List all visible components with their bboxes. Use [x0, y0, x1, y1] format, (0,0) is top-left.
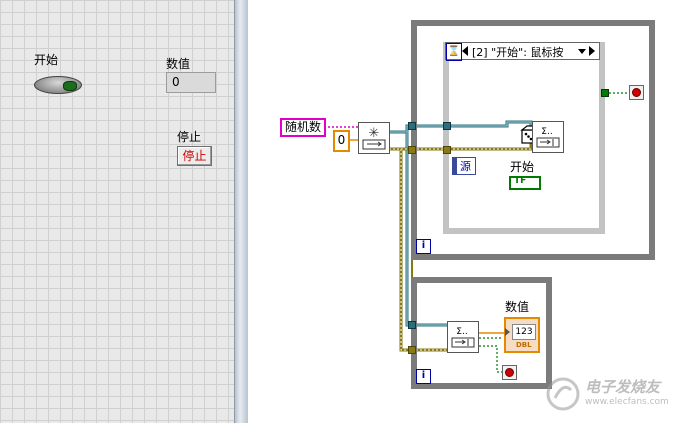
stop-button[interactable]: 停止: [177, 146, 212, 166]
start-label: 开始: [34, 51, 58, 68]
event-case-selector[interactable]: ⌛ [2] "开始": 鼠标按: [445, 42, 600, 60]
stop-condition-icon[interactable]: [629, 85, 644, 100]
numeric-indicator-terminal[interactable]: 123 DBL: [504, 317, 540, 353]
numeric-display-value: 123: [512, 324, 536, 340]
start-terminal-label: 开始: [510, 158, 534, 175]
register-events-node[interactable]: ✳: [358, 122, 390, 154]
loop2-iteration-terminal: i: [416, 369, 431, 384]
start-terminal-type: TF: [514, 176, 526, 186]
start-boolean-terminal[interactable]: TF: [509, 176, 541, 190]
prev-case-arrow-icon[interactable]: [462, 46, 468, 56]
source-label: 源: [460, 158, 471, 174]
loop-iteration-terminal: i: [416, 239, 431, 254]
hourglass-icon: ⌛: [446, 43, 462, 61]
property-node-top[interactable]: Σ..: [532, 121, 564, 153]
front-panel: 开始 数值 0 停止 停止: [0, 0, 234, 423]
stop-condition-bottom-icon[interactable]: [502, 365, 517, 380]
next-case-arrow-icon[interactable]: [589, 46, 595, 56]
property-node-bottom-icon: Σ..: [448, 322, 478, 352]
watermark-brand: 电子发烧友: [585, 376, 660, 397]
loop2-refnum-tunnel: [408, 346, 416, 354]
elecfans-logo-icon: [545, 376, 581, 412]
loop2-event-tunnel: [408, 321, 416, 329]
event-reg-tunnel: [408, 122, 416, 130]
number-indicator: 0: [166, 72, 216, 93]
block-diagram: 随机数 0 ✳ i ⌛ [2] "开始": 鼠标按 源 开始 TF: [247, 0, 693, 423]
svg-text:✳: ✳: [369, 126, 380, 141]
watermark: 电子发烧友 www.elecfans.com: [545, 372, 690, 416]
event-dynamic-terminal: [443, 122, 451, 130]
number-label: 数值: [166, 55, 190, 72]
numeric-type-label: DBL: [516, 341, 532, 349]
random-number-label: 随机数: [280, 118, 326, 137]
stop-label: 停止: [177, 128, 201, 145]
input-arrow-icon: [505, 328, 510, 336]
numeric-terminal-label: 数值: [505, 298, 529, 315]
start-button[interactable]: [34, 76, 82, 94]
stop-condition-tunnel: [601, 89, 609, 97]
event-refnum-tunnel: [443, 146, 451, 154]
refnum-tunnel: [408, 146, 416, 154]
start-led-icon: [63, 81, 77, 91]
svg-text:Σ..: Σ..: [456, 327, 467, 337]
case-dropdown-icon[interactable]: [578, 49, 586, 54]
event-source-terminal[interactable]: 源: [452, 157, 476, 175]
property-node-bottom[interactable]: Σ..: [447, 321, 479, 353]
watermark-url: www.elecfans.com: [585, 397, 669, 407]
register-events-icon: ✳: [359, 123, 389, 153]
vertical-scrollbar[interactable]: [234, 0, 248, 423]
event-case-label: [2] "开始": 鼠标按: [472, 44, 563, 60]
property-node-icon: Σ..: [533, 122, 563, 152]
numeric-constant[interactable]: 0: [333, 130, 350, 152]
svg-text:Σ..: Σ..: [541, 127, 552, 137]
